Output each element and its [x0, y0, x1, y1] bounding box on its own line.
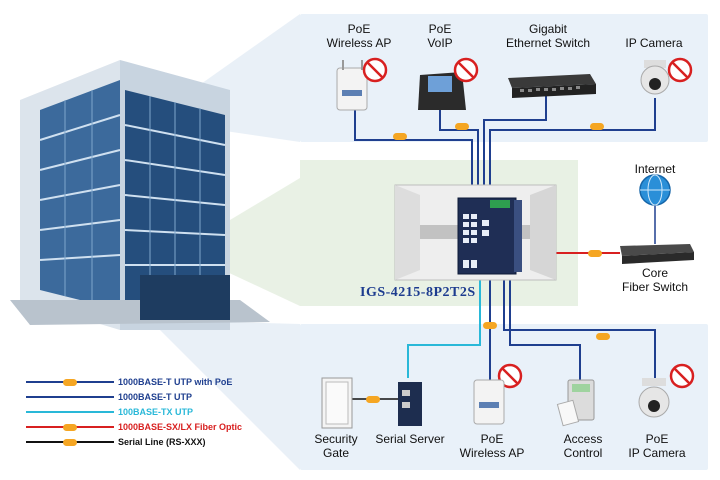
label-line: Ethernet Switch: [505, 36, 591, 50]
label-access-control: Access Control: [548, 432, 618, 460]
no-power-icon: [362, 57, 695, 389]
legend-label: Serial Line (RS-XXX): [118, 437, 206, 447]
serial-server-icon: [398, 382, 422, 426]
label-security-gate: Security Gate: [304, 432, 368, 460]
label-line: Core: [641, 266, 668, 280]
label-line: Access: [563, 432, 603, 446]
legend-label: 100BASE-TX UTP: [118, 407, 194, 417]
label-line: Fiber Switch: [621, 280, 689, 294]
label-internet: Internet: [620, 162, 690, 176]
legend-label: 1000BASE-T UTP with PoE: [118, 377, 233, 387]
label-serial-server: Serial Server: [368, 432, 452, 446]
ip-camera-icon-bottom: [638, 378, 670, 418]
legend-row: 100BASE-TX UTP: [22, 406, 252, 418]
label-line: IP Camera: [628, 446, 686, 460]
label-line: Internet: [634, 162, 676, 176]
fiber-switch-icon: [620, 244, 694, 264]
legend-row: 1000BASE-T UTP with PoE: [22, 376, 252, 388]
legend-line: [26, 411, 114, 413]
label-poe-ip-camera: PoE IP Camera: [620, 432, 694, 460]
legend-row: 1000BASE-SX/LX Fiber Optic: [22, 421, 252, 433]
label-line: Wireless AP: [459, 446, 525, 460]
building-icon: [10, 60, 270, 330]
label-line: PoE: [645, 432, 669, 446]
legend-row: Serial Line (RS-XXX): [22, 436, 252, 448]
label-line: Wireless AP: [326, 36, 392, 50]
label-core-fiber-switch: Core Fiber Switch: [610, 266, 700, 294]
label-line: Gigabit: [528, 22, 568, 36]
label-poe-ap-bottom: PoE Wireless AP: [450, 432, 534, 460]
label-line: Control: [563, 446, 603, 460]
model-name: IGS-4215-8P2T2S: [360, 285, 476, 300]
label-line: IP Camera: [625, 36, 683, 50]
legend-row: 1000BASE-T UTP: [22, 391, 252, 403]
wireless-ap-icon: [336, 60, 368, 111]
label-poe-voip: PoE VoIP: [410, 22, 470, 50]
beam-mid: [180, 178, 300, 306]
label-poe-ap-top: PoE Wireless AP: [316, 22, 402, 50]
network-switch-icon: [508, 74, 596, 98]
door-icon: [321, 377, 353, 429]
label-line: PoE: [347, 22, 371, 36]
label-line: Gate: [322, 446, 349, 460]
legend-label: 1000BASE-T UTP: [118, 392, 193, 402]
label-line: VoIP: [427, 36, 453, 50]
label-ip-camera-top: IP Camera: [612, 36, 696, 50]
legend-badge: [63, 439, 77, 446]
globe-icon: [639, 174, 671, 206]
label-line: PoE: [480, 432, 504, 446]
label-line: Security: [314, 432, 358, 446]
wireless-ap-icon-bottom: [473, 379, 505, 425]
beam-bottom: [150, 320, 300, 470]
access-control-icon: [556, 379, 595, 427]
industrial-switch-icon: [394, 184, 557, 281]
ip-camera-icon: [640, 60, 670, 95]
label-gigabit-switch: Gigabit Ethernet Switch: [492, 22, 604, 50]
legend-label: 1000BASE-SX/LX Fiber Optic: [118, 422, 243, 432]
legend-badge: [63, 379, 77, 386]
label-line: Serial Server: [375, 432, 445, 446]
legend-line: [26, 396, 114, 398]
voip-phone-icon: [418, 72, 466, 110]
label-line: PoE: [428, 22, 452, 36]
legend-badge: [63, 424, 77, 431]
